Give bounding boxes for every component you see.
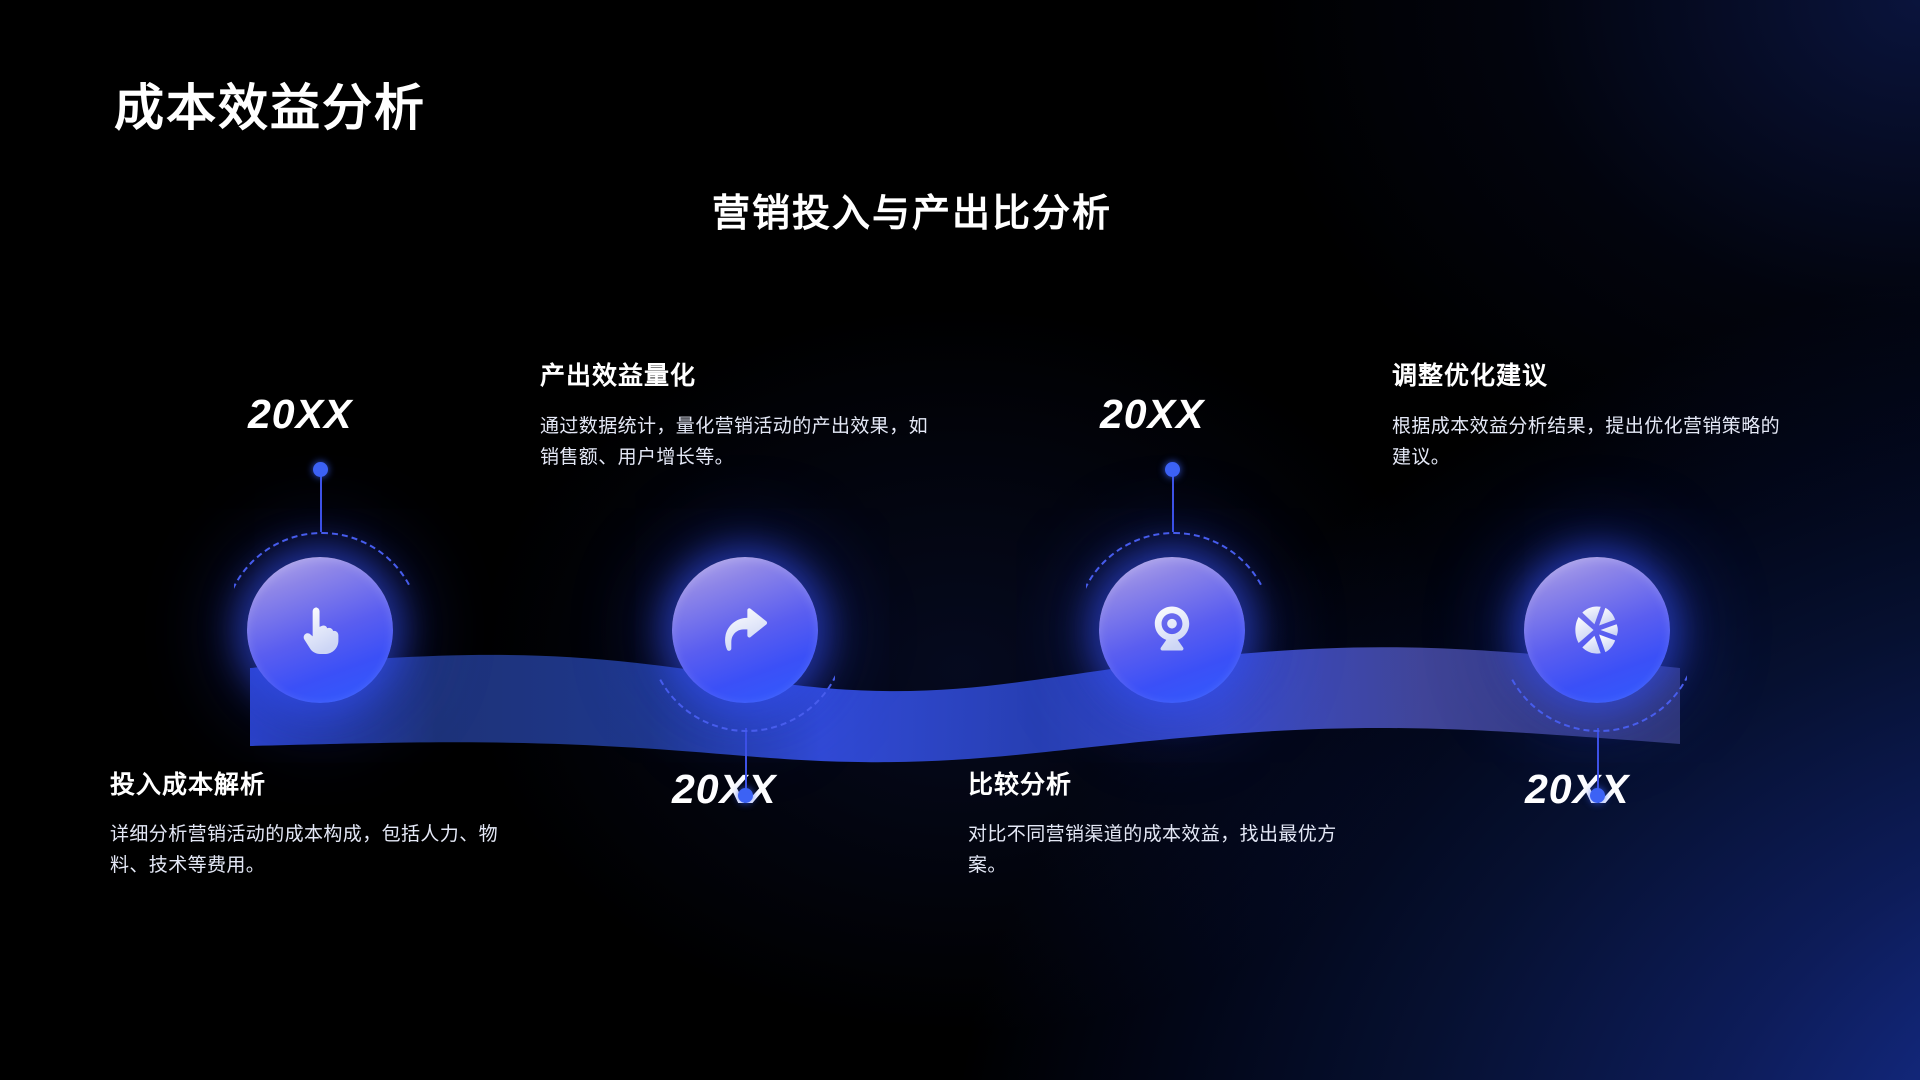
node-title-3: 比较分析 [968, 771, 1073, 799]
timeline-node-4[interactable] [1524, 557, 1670, 703]
node-stem-1 [320, 468, 322, 532]
node-dot-4 [1590, 788, 1605, 803]
node-desc-1: 详细分析营销活动的成本构成，包括人力、物料、技术等费用。 [110, 824, 499, 876]
timeline-node-2[interactable] [672, 557, 818, 703]
node-year-2: 20XX [672, 766, 777, 812]
webcam-icon [1154, 606, 1190, 651]
node-desc-2: 通过数据统计，量化营销活动的产出效果，如销售额、用户增长等。 [540, 416, 929, 468]
node-title-4: 调整优化建议 [1392, 362, 1549, 390]
timeline-node-3[interactable] [1099, 557, 1245, 703]
node-year-3: 20XX [1100, 391, 1205, 437]
node-dot-1 [313, 462, 328, 477]
node-year-4: 20XX [1525, 766, 1630, 812]
section-subtitle: 营销投入与产出比分析 [712, 193, 1113, 235]
node-dot-2 [738, 788, 753, 803]
node-dot-3 [1165, 462, 1180, 477]
pointing-hand-icon [303, 607, 339, 655]
node-desc-3: 对比不同营销渠道的成本效益，找出最优方案。 [968, 824, 1337, 876]
node-stem-4 [1597, 728, 1599, 794]
node-desc-4: 根据成本效益分析结果，提出优化营销策略的建议。 [1392, 416, 1781, 468]
aperture-icon [1575, 606, 1618, 654]
node-stem-3 [1172, 468, 1174, 532]
node-stem-2 [745, 728, 747, 794]
node-year-1: 20XX [248, 391, 353, 437]
node-title-2: 产出效益量化 [540, 362, 697, 390]
timeline-node-1[interactable] [247, 557, 393, 703]
page-title: 成本效益分析 [114, 80, 426, 136]
node-title-1: 投入成本解析 [110, 771, 267, 799]
share-arrow-icon [725, 608, 768, 651]
